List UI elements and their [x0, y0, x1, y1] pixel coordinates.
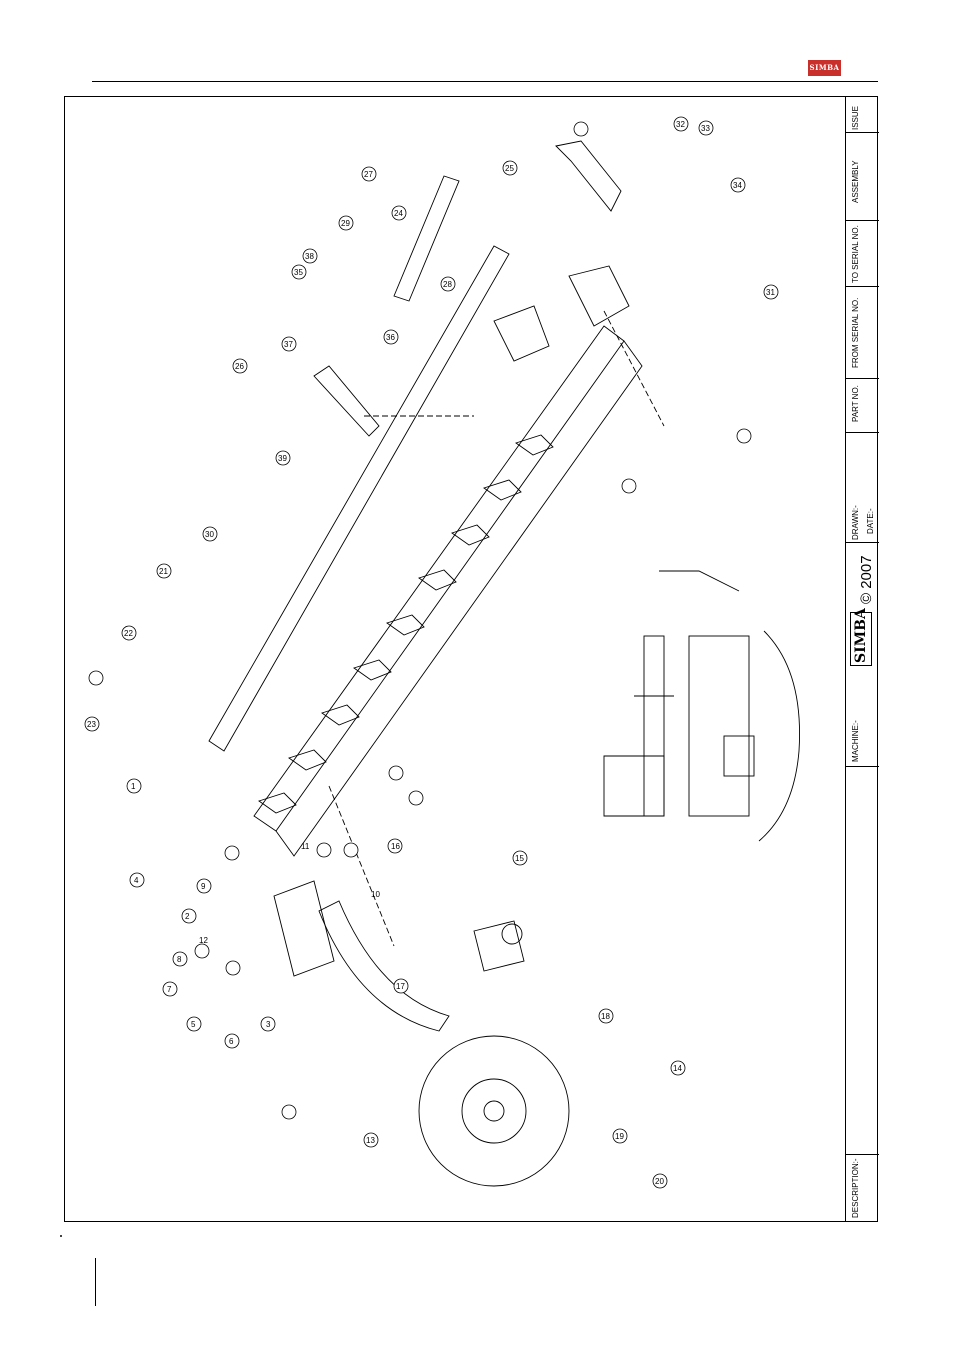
callout-20: 20 [655, 1177, 664, 1186]
tb-divider [846, 132, 879, 133]
callout-31: 31 [766, 288, 775, 297]
tb-machine-label: MACHINE:- [851, 720, 860, 762]
callout-2: 2 [185, 912, 189, 921]
tb-part-no-label: PART NO. [851, 385, 860, 422]
callout-11: 11 [301, 842, 309, 851]
tb-divider [846, 432, 879, 433]
simba-mark: SIMBA [850, 612, 872, 666]
callout-12: 12 [199, 936, 208, 945]
tb-date-label: DATE:- [866, 508, 875, 534]
tb-divider [846, 286, 879, 287]
callout-23: 23 [87, 720, 96, 729]
callout-21: 21 [159, 567, 168, 576]
callout-10: 10 [371, 890, 380, 899]
callout-24: 24 [394, 209, 403, 218]
callout-32: 32 [676, 120, 685, 129]
tb-to-serial-label: TO SERIAL NO. [851, 225, 860, 283]
tb-divider [846, 1154, 879, 1155]
callout-13: 13 [366, 1136, 375, 1145]
callout-39: 39 [278, 454, 287, 463]
tb-issue-label: ISSUE [851, 106, 860, 130]
tb-from-serial-label: FROM SERIAL NO. [851, 298, 860, 368]
callout-22: 22 [124, 629, 133, 638]
tb-divider [846, 766, 879, 767]
callout-29: 29 [341, 219, 350, 228]
callout-17: 17 [396, 982, 405, 991]
callout-36: 36 [386, 333, 395, 342]
callout-5: 5 [191, 1020, 195, 1029]
callout-28: 28 [443, 280, 452, 289]
header-rule [92, 81, 878, 82]
callout-34: 34 [733, 181, 742, 190]
callout-38: 38 [305, 252, 314, 261]
tb-assembly-label: ASSEMBLY [851, 160, 860, 203]
callout-26: 26 [235, 362, 244, 371]
callout-3: 3 [266, 1020, 270, 1029]
tb-divider [846, 220, 879, 221]
tb-description-label: DESCRIPTION:- [851, 1158, 860, 1218]
callout-6: 6 [229, 1037, 233, 1046]
callout-9: 9 [201, 882, 205, 891]
callout-30: 30 [205, 530, 214, 539]
callout-33: 33 [701, 124, 710, 133]
tb-divider [846, 378, 879, 379]
margin-rule [95, 1258, 96, 1306]
callout-14: 14 [673, 1064, 682, 1073]
callout-27: 27 [364, 170, 373, 179]
callout-4: 4 [134, 876, 138, 885]
callout-7: 7 [167, 985, 171, 994]
callout-18: 18 [601, 1012, 610, 1021]
callout-37: 37 [284, 340, 293, 349]
callout-labels: 1 2 3 4 5 6 7 8 9 10 11 12 13 14 15 16 1… [64, 96, 845, 1222]
callout-25: 25 [505, 164, 514, 173]
tb-drawn-label: DRAWN:- [851, 505, 860, 540]
callout-19: 19 [615, 1132, 624, 1141]
callout-1: 1 [131, 782, 135, 791]
callout-35: 35 [294, 268, 303, 277]
copyright: © 2007 [858, 555, 875, 604]
page-dot [60, 1235, 62, 1237]
tb-divider [846, 542, 879, 543]
callout-16: 16 [391, 842, 400, 851]
callout-8: 8 [177, 955, 181, 964]
callout-15: 15 [515, 854, 524, 863]
simba-logo: SIMBA [808, 60, 841, 76]
